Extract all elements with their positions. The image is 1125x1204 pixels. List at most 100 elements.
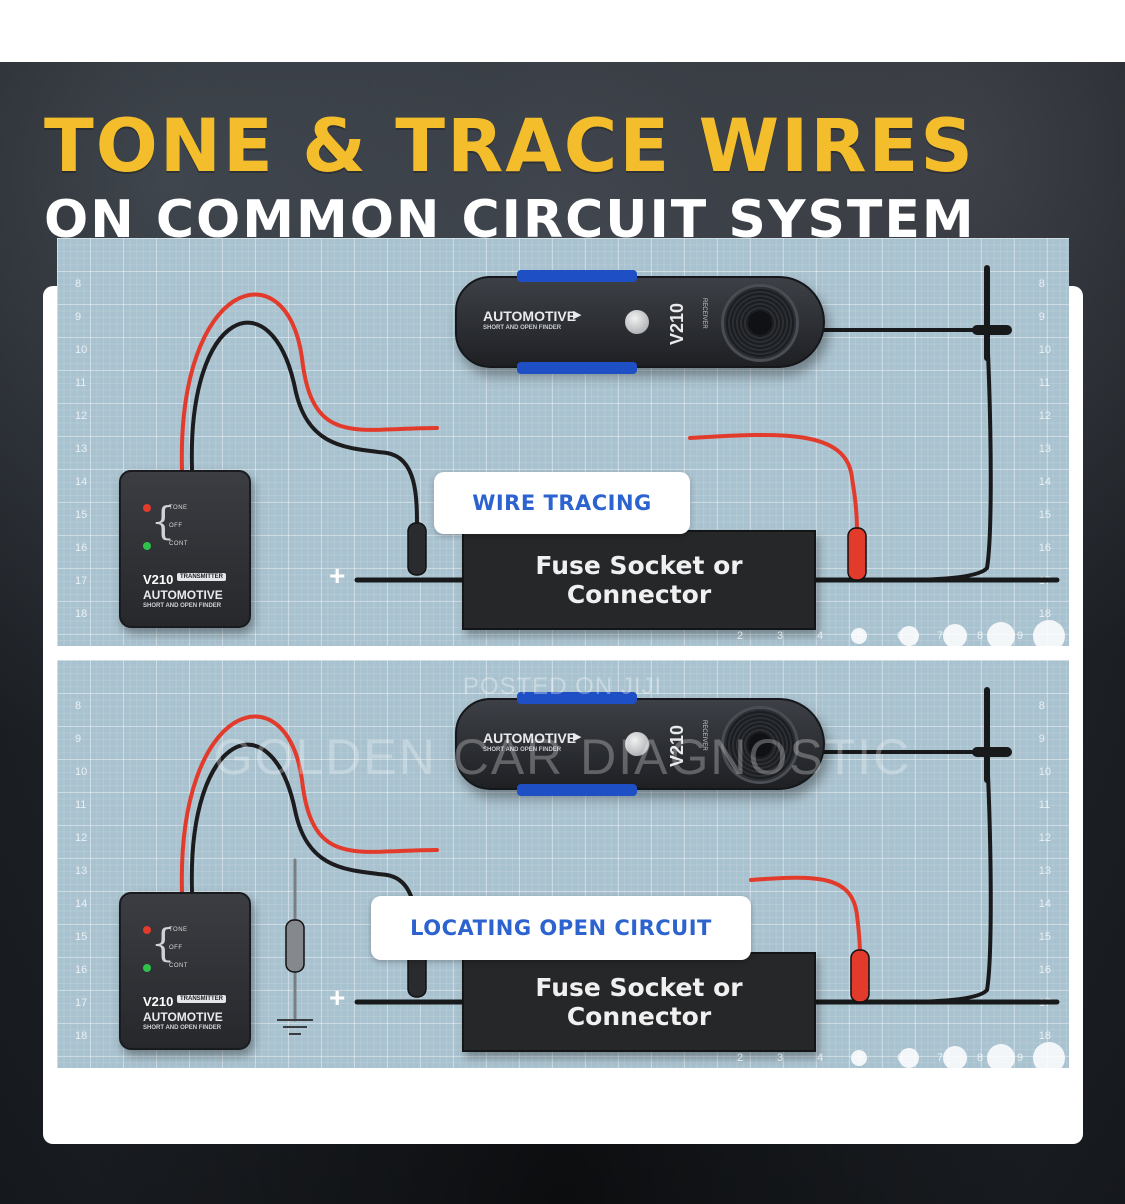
ruler-tick-label: 17: [75, 997, 88, 1009]
red-lead-wire: [179, 714, 439, 894]
red-probe-wire: [688, 433, 859, 535]
mode-tone-label: TONE: [169, 927, 188, 933]
play-arrow-icon: ▶: [573, 309, 582, 321]
ruler-tick-label: 11: [1038, 799, 1051, 811]
ruler-tick-label: 15: [1038, 931, 1051, 943]
fuse-box-line-1: Fuse Socket or: [535, 550, 743, 580]
ruler-tick-label: 11: [1038, 377, 1051, 389]
ruler-tick-label: 3: [777, 1052, 784, 1064]
ruler-tick-label: 13: [1038, 443, 1051, 455]
receiver-model: V210: [667, 302, 687, 346]
ruler-tick-label: 4: [817, 1052, 824, 1064]
ruler-tick-label: 9: [1038, 733, 1045, 745]
red-probe-wire: [749, 875, 862, 962]
ruler-tick-label: 16: [75, 542, 88, 554]
red-alligator-clip: [850, 949, 870, 1003]
ruler-tick-label: 18: [1038, 608, 1051, 620]
template-circle: [987, 622, 1015, 646]
receiver-subtitle: SHORT AND OPEN FINDER: [483, 325, 562, 331]
ruler-tick-label: 2: [737, 1052, 744, 1064]
ruler-tick-label: 9: [75, 733, 82, 745]
receiver-cable: [815, 750, 993, 1004]
ruler-tick-label: 10: [1038, 344, 1051, 356]
ruler-tick-label: 3: [777, 630, 784, 642]
receiver-tag: RECEIVER: [701, 298, 707, 329]
ruler-tick-label: 9: [1017, 1052, 1024, 1064]
speaker-grille-icon: [721, 706, 799, 784]
ruler-tick-label: 17: [75, 575, 88, 587]
ruler-tick-label: 18: [1038, 1030, 1051, 1042]
receiver-cable: [815, 328, 993, 582]
black-alligator-clip: [407, 522, 427, 576]
ruler-tick-label: 15: [75, 509, 88, 521]
red-lead-wire: [179, 292, 439, 472]
mode-label: WIRE TRACING: [434, 472, 690, 534]
template-circle: [851, 628, 867, 644]
mode-tone-label: TONE: [169, 505, 188, 511]
template-circle: [851, 1050, 867, 1066]
ruler-tick-label: 8: [1038, 700, 1045, 712]
ruler-tick-label: 12: [1038, 832, 1051, 844]
template-circle: [1033, 1042, 1065, 1068]
red-alligator-clip: [847, 527, 867, 581]
fuse-box-line-2: Connector: [566, 1002, 712, 1031]
ruler-tick-label: 14: [75, 898, 88, 910]
ruler-tick-label: 8: [75, 700, 82, 712]
mode-brace-icon: {: [151, 499, 176, 543]
ruler-tick-label: 4: [817, 630, 824, 642]
template-circle: [943, 1046, 967, 1068]
ruler-tick-label: 8: [977, 1052, 984, 1064]
ruler-tick-label: 16: [1038, 964, 1051, 976]
template-circle: [987, 1044, 1015, 1068]
mode-cont-label: CONT: [169, 541, 188, 547]
ruler-tick-label: 18: [75, 608, 88, 620]
transmitter-subtitle: SHORT AND OPEN FINDER: [143, 603, 222, 609]
blue-grip: [517, 784, 637, 796]
positive-terminal-sign: +: [329, 982, 346, 1013]
receiver-subtitle: SHORT AND OPEN FINDER: [483, 747, 562, 753]
ruler-tick-label: 8: [75, 278, 82, 290]
receiver-model: V210: [667, 724, 687, 768]
ruler-tick-label: 10: [1038, 766, 1051, 778]
ruler-tick-label: 10: [75, 766, 88, 778]
blue-grip: [517, 362, 637, 374]
ruler-tick-label: 16: [75, 964, 88, 976]
ruler-tick-label: 9: [75, 311, 82, 323]
ruler-tick-label: 13: [75, 443, 88, 455]
blue-grip: [517, 270, 637, 282]
green-led-icon: [143, 542, 151, 550]
speaker-grille-icon: [721, 284, 799, 362]
round-button-icon: [625, 310, 649, 334]
red-led-icon: [143, 926, 151, 934]
ruler-tick-label: 7: [937, 1052, 944, 1064]
ruler-tick-label: 12: [1038, 410, 1051, 422]
ruler-tick-label: 14: [1038, 898, 1051, 910]
mode-cont-label: CONT: [169, 963, 188, 969]
green-led-icon: [143, 964, 151, 972]
positive-terminal-sign: +: [329, 560, 346, 591]
ruler-tick-label: 8: [977, 630, 984, 642]
ruler-tick-label: 8: [1038, 278, 1045, 290]
transmitter-tag: TRANSMITTER: [177, 995, 226, 1003]
template-circle: [1033, 620, 1065, 646]
black-lead-wire: [189, 742, 419, 952]
mode-label: LOCATING OPEN CIRCUIT: [371, 896, 751, 960]
ruler-tick-label: 13: [75, 865, 88, 877]
ruler-tick-label: 9: [1017, 630, 1024, 642]
headline-line-1: TONE & TRACE WIRES: [44, 104, 975, 189]
receiver-tag: RECEIVER: [701, 720, 707, 751]
transmitter-tag: TRANSMITTER: [177, 573, 226, 581]
transmitter-brand: AUTOMOTIVE: [143, 1010, 223, 1024]
ruler-tick-label: 14: [1038, 476, 1051, 488]
ruler-tick-label: 5: [857, 630, 864, 642]
ruler-tick-label: 14: [75, 476, 88, 488]
